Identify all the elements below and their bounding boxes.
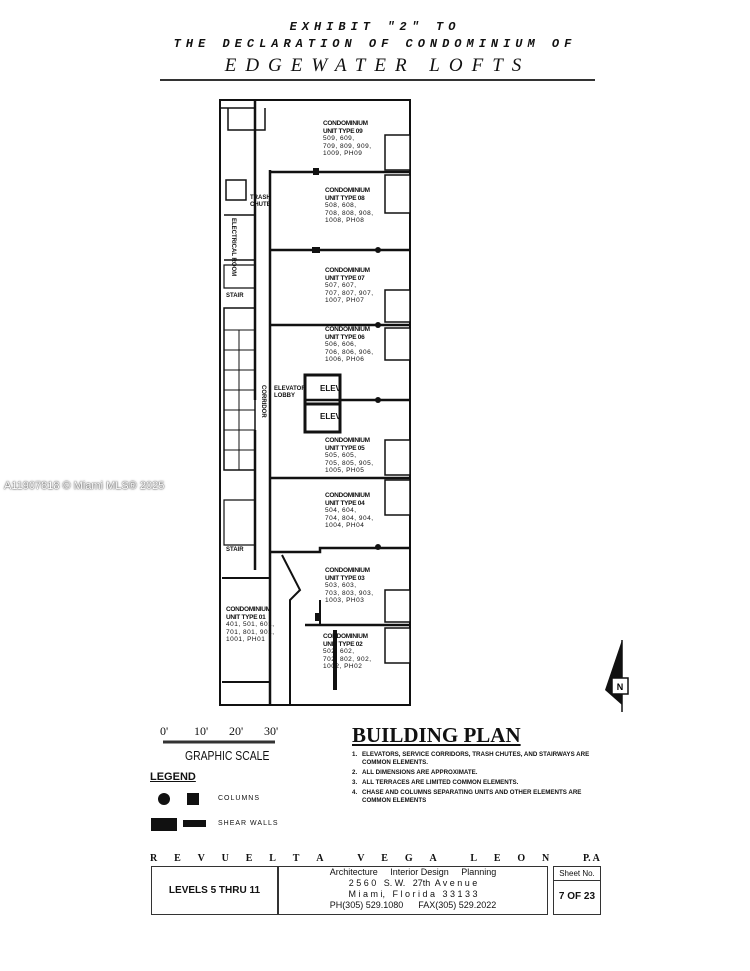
scale-tick: 0' bbox=[160, 724, 169, 738]
phone-fax: PH(305) 529.1080 FAX(305) 529.2022 bbox=[329, 900, 497, 910]
north-arrow-icon bbox=[605, 640, 629, 712]
elevator-shafts bbox=[303, 373, 342, 434]
unit-demising-walls bbox=[270, 170, 410, 627]
corridor-label: CORRIDOR bbox=[260, 385, 266, 418]
sheet-label: Sheet No. bbox=[554, 867, 600, 881]
project-title: EDGEWATER LOFTS bbox=[160, 55, 595, 81]
address-line-2: M i a m i, F l o r i d a 3 3 1 3 3 bbox=[348, 889, 478, 899]
sheet-number-box: Sheet No. 7 OF 23 bbox=[553, 866, 601, 915]
note: 4.CHASE AND COLUMNS SEPARATING UNITS AND… bbox=[352, 789, 582, 804]
graphic-scale-label: GRAPHIC SCALE bbox=[185, 748, 270, 763]
levels-label: LEVELS 5 THRU 11 bbox=[168, 885, 261, 896]
legend-shear-walls-label: SHEAR WALLS bbox=[218, 820, 279, 827]
north-label: N bbox=[617, 682, 624, 692]
building-plan-title: BUILDING PLAN bbox=[352, 723, 521, 747]
elevator-1-label: ELEV bbox=[320, 384, 341, 393]
sheet-number: 7 OF 23 bbox=[558, 891, 596, 902]
trash-chute-label: TRASH CHUTE bbox=[250, 195, 271, 208]
firm-info-box: Architecture Interior Design Planning 2 … bbox=[278, 866, 548, 915]
services: Architecture Interior Design Planning bbox=[329, 867, 497, 877]
mls-watermark: A11907818 © Miami MLS® 2025 bbox=[4, 480, 165, 492]
electrical-room-label: ELECTRICAL ROOM bbox=[230, 218, 236, 277]
trash-chute bbox=[225, 179, 247, 201]
address-line-1: 2 5 6 0 S. W. 27th A v e n u e bbox=[348, 878, 478, 888]
building-plan-notes: 1.ELEVATORS, SERVICE CORRIDORS, TRASH CH… bbox=[352, 751, 612, 807]
scale-tick: 10' bbox=[194, 724, 209, 738]
stair-label-lower: STAIR bbox=[226, 547, 244, 553]
building-outline bbox=[219, 99, 411, 706]
exhibit-heading: EXHIBIT "2" TO bbox=[289, 20, 461, 34]
elevator-2-label: ELEV bbox=[320, 412, 341, 421]
elevator-lobby-label: ELEVATOR LOBBY bbox=[274, 386, 306, 399]
columns bbox=[312, 168, 381, 621]
core-grid bbox=[223, 307, 256, 471]
legend-title: LEGEND bbox=[150, 771, 196, 783]
note: 1.ELEVATORS, SERVICE CORRIDORS, TRASH CH… bbox=[352, 751, 590, 766]
stairs bbox=[223, 264, 256, 546]
stair-label-upper: STAIR bbox=[226, 293, 244, 299]
levels-box: LEVELS 5 THRU 11 bbox=[151, 866, 278, 915]
note: 3.ALL TERRACES ARE LIMITED COMMON ELEMEN… bbox=[352, 779, 519, 786]
terraces bbox=[384, 134, 411, 664]
scale-tick: 20' bbox=[229, 724, 244, 738]
declaration-heading: THE DECLARATION OF CONDOMINIUM OF bbox=[173, 37, 577, 51]
legend-column-square bbox=[187, 793, 199, 805]
legend-columns-label: COLUMNS bbox=[218, 795, 261, 802]
note: 2.ALL DIMENSIONS ARE APPROXIMATE. bbox=[352, 769, 478, 776]
legend-shear-wall-small bbox=[183, 820, 206, 827]
legend-shear-wall-large bbox=[151, 818, 177, 831]
legend-column-round bbox=[158, 793, 170, 805]
scale-tick: 30' bbox=[264, 724, 279, 738]
